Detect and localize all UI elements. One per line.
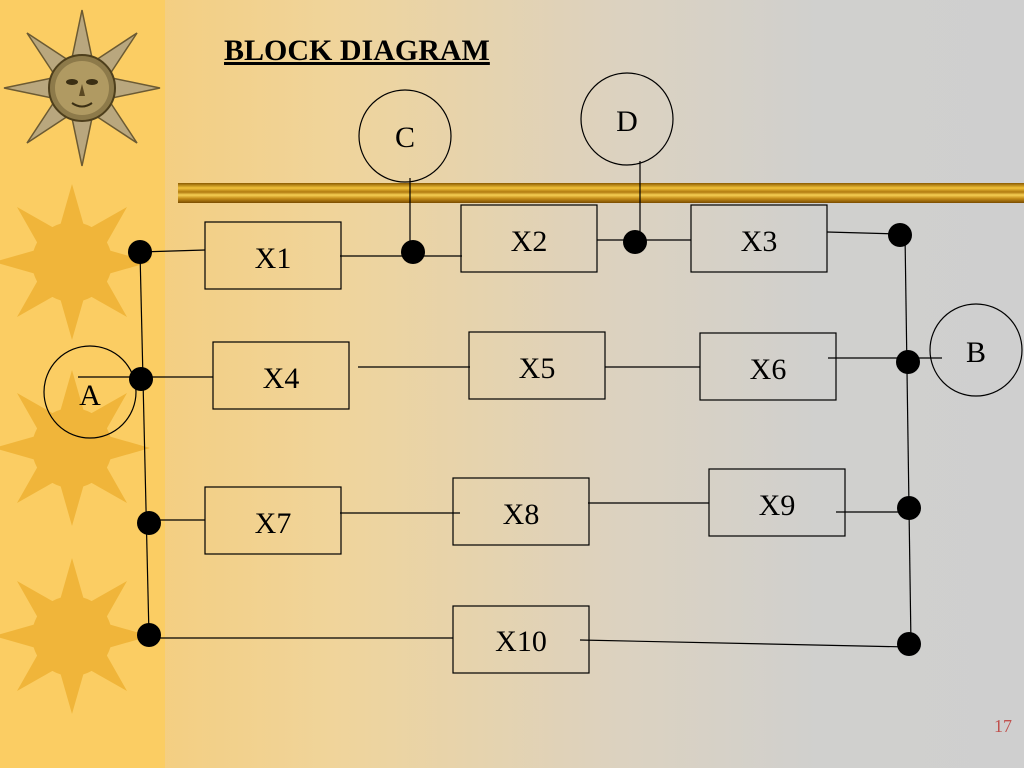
- block-x5: X5: [468, 331, 606, 400]
- gold-divider-bar: [178, 183, 1024, 203]
- node-c: C: [358, 89, 452, 183]
- junction-dots: [128, 223, 921, 656]
- block-x2: X2: [460, 204, 598, 273]
- block-x10: X10: [452, 605, 590, 674]
- svg-text:X10: X10: [495, 625, 547, 658]
- block-x1: X1: [204, 221, 342, 290]
- svg-text:X8: X8: [503, 498, 540, 531]
- svg-text:X9: X9: [759, 489, 796, 522]
- svg-text:X3: X3: [741, 225, 778, 258]
- block-x9: X9: [708, 468, 846, 537]
- node-a: A: [43, 345, 137, 439]
- junction-dot: [128, 240, 152, 264]
- svg-text:D: D: [616, 105, 638, 138]
- slide-title: BLOCK DIAGRAM: [224, 34, 490, 67]
- junction-dot: [897, 496, 921, 520]
- node-d: D: [580, 72, 674, 166]
- junction-dot: [137, 511, 161, 535]
- junction-dot: [401, 240, 425, 264]
- svg-text:X4: X4: [263, 362, 300, 395]
- svg-text:X5: X5: [519, 352, 556, 385]
- junction-dot: [896, 350, 920, 374]
- svg-text:X7: X7: [255, 507, 292, 540]
- svg-text:C: C: [395, 121, 415, 154]
- node-b: B: [929, 303, 1023, 397]
- block-x8: X8: [452, 477, 590, 546]
- sun-face-icon: [3, 9, 161, 167]
- junction-dot: [129, 367, 153, 391]
- sidebar-suns: [0, 9, 161, 714]
- junction-dot: [137, 623, 161, 647]
- junction-dot: [623, 230, 647, 254]
- sun-icon: [0, 184, 150, 714]
- svg-text:X6: X6: [750, 353, 787, 386]
- svg-text:B: B: [966, 336, 986, 369]
- svg-text:X2: X2: [511, 225, 548, 258]
- block-x7: X7: [204, 486, 342, 555]
- junction-dot: [888, 223, 912, 247]
- junction-dot: [897, 632, 921, 656]
- block-x3: X3: [690, 204, 828, 273]
- block-x4: X4: [212, 341, 350, 410]
- svg-text:X1: X1: [255, 242, 292, 275]
- page-number: 17: [994, 716, 1012, 736]
- block-x6: X6: [699, 332, 837, 401]
- svg-text:A: A: [79, 379, 101, 412]
